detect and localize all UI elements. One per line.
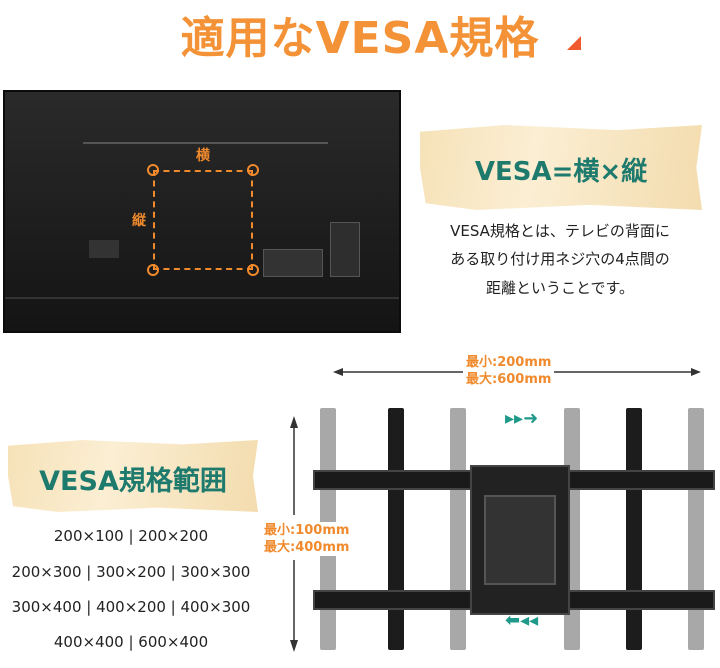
- corner-triangle-decoration: [567, 36, 581, 50]
- range-tape-label: [8, 440, 258, 512]
- wall-plate: [470, 465, 570, 615]
- horizontal-min: 最小:200mm: [466, 355, 552, 370]
- range-row: 200×100 | 200×200: [53, 527, 209, 545]
- horizontal-range: 最小:200mm 最大:600mm: [463, 354, 555, 388]
- arrow-right-icon: ▸▸➜: [505, 408, 539, 429]
- label-vertical: 縦: [132, 213, 146, 229]
- mount-arm: [450, 408, 466, 650]
- range-title: VESA規格範囲: [39, 466, 227, 497]
- mount-arm: [688, 408, 704, 650]
- description-line: 距離ということです。: [485, 279, 635, 297]
- vertical-min: 最小:100mm: [264, 523, 350, 538]
- vesa-hole-pattern: [153, 170, 253, 270]
- formula-tape-label: [420, 125, 702, 210]
- range-row: 400×400 | 600×400: [53, 633, 209, 651]
- vertical-max: 最大:400mm: [264, 540, 350, 555]
- formula-text: VESA=横×縦: [474, 157, 648, 187]
- mount-arm: [388, 408, 404, 650]
- page-title: 適用なVESA規格: [180, 13, 540, 64]
- arrow-left-icon: ⬅◂◂: [505, 610, 539, 631]
- range-row: 300×400 | 400×200 | 400×300: [11, 598, 251, 616]
- description-line: ある取り付け用ネジ穴の4点間の: [450, 250, 670, 268]
- horizontal-max: 最大:600mm: [466, 372, 552, 387]
- range-row: 200×300 | 300×200 | 300×300: [11, 563, 251, 581]
- description-line: VESA規格とは、テレビの背面に: [450, 222, 670, 240]
- tv-back-image: 横 縦: [3, 90, 401, 333]
- mount-arm: [626, 408, 642, 650]
- label-horizontal: 横: [196, 148, 210, 164]
- vertical-range: 最小:100mm 最大:400mm: [264, 522, 350, 556]
